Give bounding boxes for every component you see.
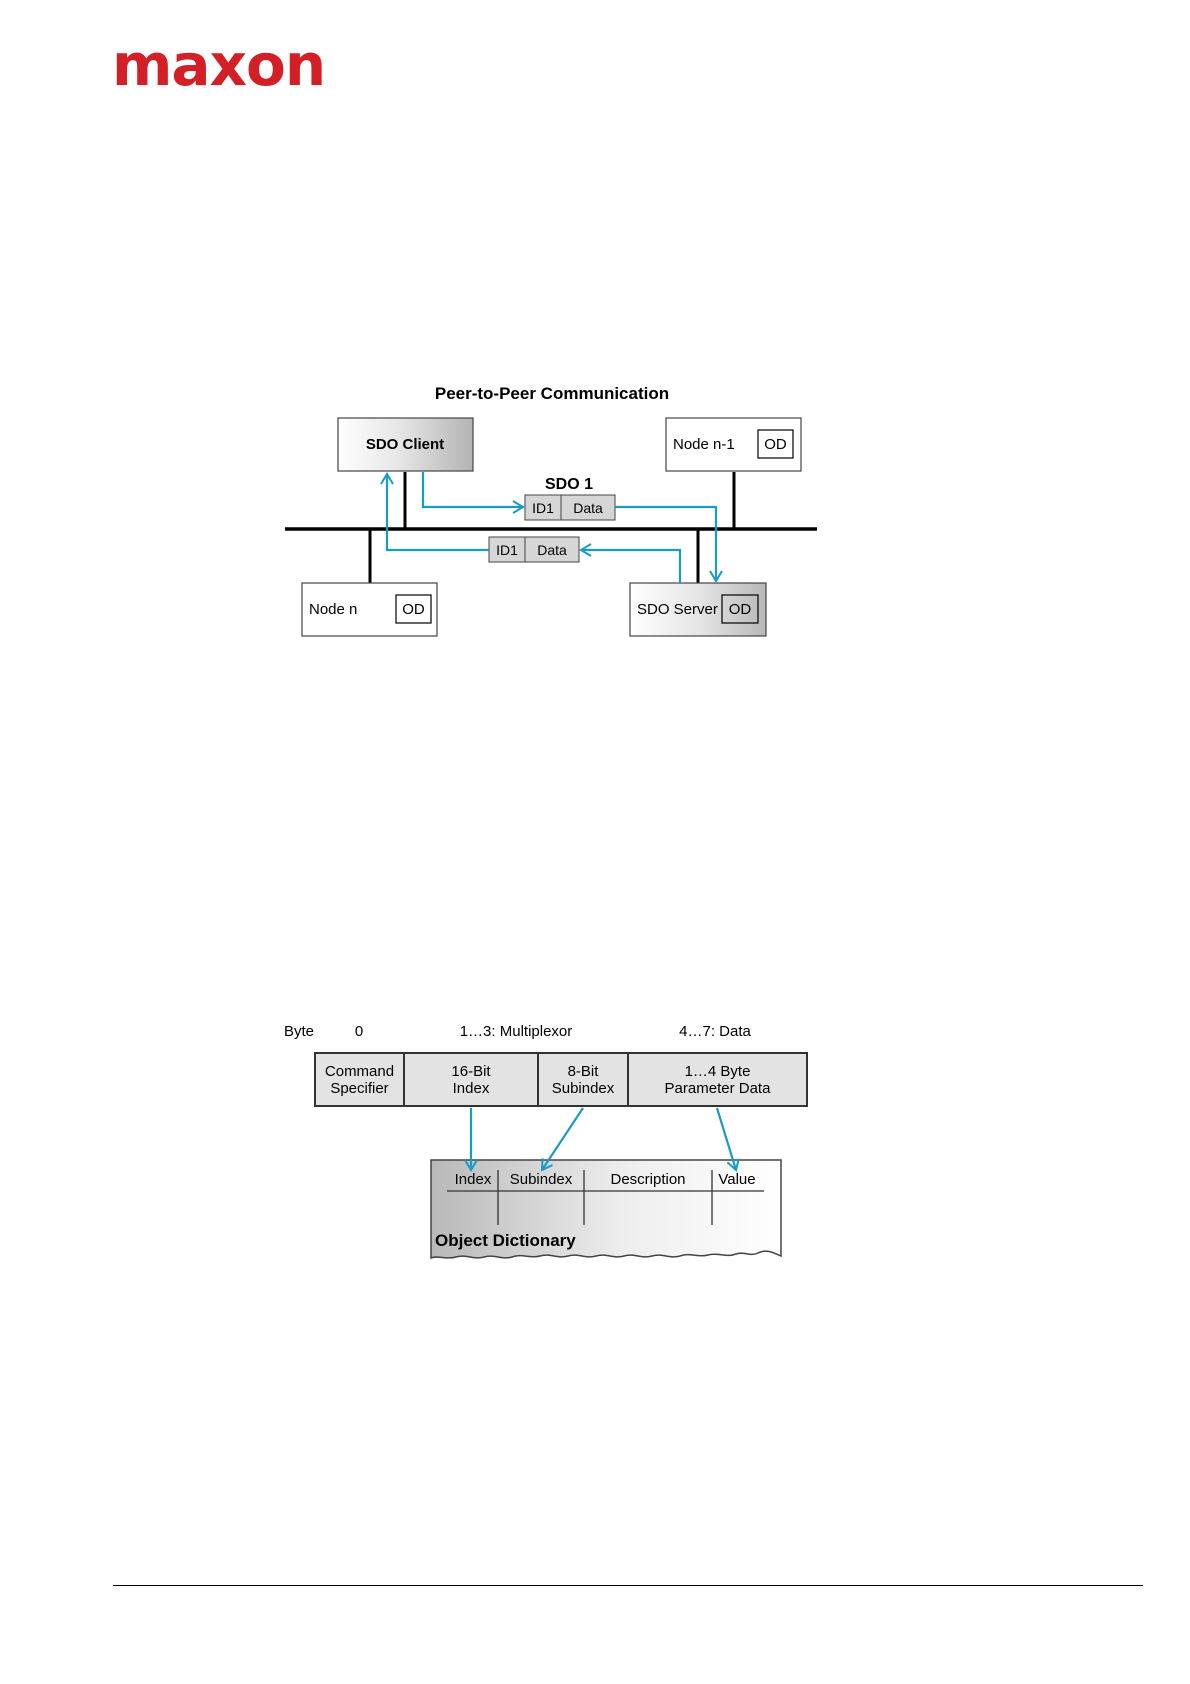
node-n-label: Node n [309,601,357,618]
od-column-value: Value [718,1171,755,1188]
od-title: Object Dictionary [435,1231,576,1250]
index-cell-line2: Index [453,1080,490,1097]
peer-to-peer-diagram: Peer-to-Peer Communication SDO Client No… [285,384,817,636]
parameter-data-line2: Parameter Data [665,1080,772,1097]
response-arrow-server-to-message [581,550,680,583]
od-label-node-n: OD [402,601,425,618]
od-label-node-n-minus-1: OD [764,436,787,453]
message-upper-id-label: ID1 [532,500,554,516]
message-upper-data-label: Data [573,500,603,516]
node-n-minus-1-label: Node n-1 [673,436,735,453]
header-data-label: 4…7: Data [679,1023,751,1040]
sdo-server-label: SDO Server [637,601,718,618]
response-arrow-message-to-client [387,474,489,550]
header-multiplexor-label: 1…3: Multiplexor [460,1023,573,1040]
parameter-data-line1: 1…4 Byte [685,1063,751,1080]
footer-rule [113,1585,1143,1586]
subindex-cell-line1: 8-Bit [568,1063,600,1080]
diagram1-title: Peer-to-Peer Communication [435,384,669,403]
sdo-frame-diagram: Byte 0 1…3: Multiplexor 4…7: Data Comman… [284,1023,807,1258]
subindex-cell-line2: Subindex [552,1080,615,1097]
sdo1-label: SDO 1 [545,476,593,493]
od-label-sdo-server: OD [729,601,752,618]
od-column-subindex: Subindex [510,1171,573,1188]
command-specifier-line2: Specifier [330,1080,388,1097]
sdo-client-label: SDO Client [366,436,444,453]
index-cell-line1: 16-Bit [451,1063,491,1080]
command-specifier-line1: Command [325,1063,394,1080]
message-lower-id-label: ID1 [496,542,518,558]
od-column-description: Description [610,1171,685,1188]
request-arrow-client-to-message [423,472,523,507]
request-arrow-message-to-server [615,507,716,581]
od-column-index: Index [455,1171,492,1188]
message-lower-data-label: Data [537,542,567,558]
header-byte-0-label: 0 [355,1023,363,1040]
header-byte-label: Byte [284,1023,314,1040]
